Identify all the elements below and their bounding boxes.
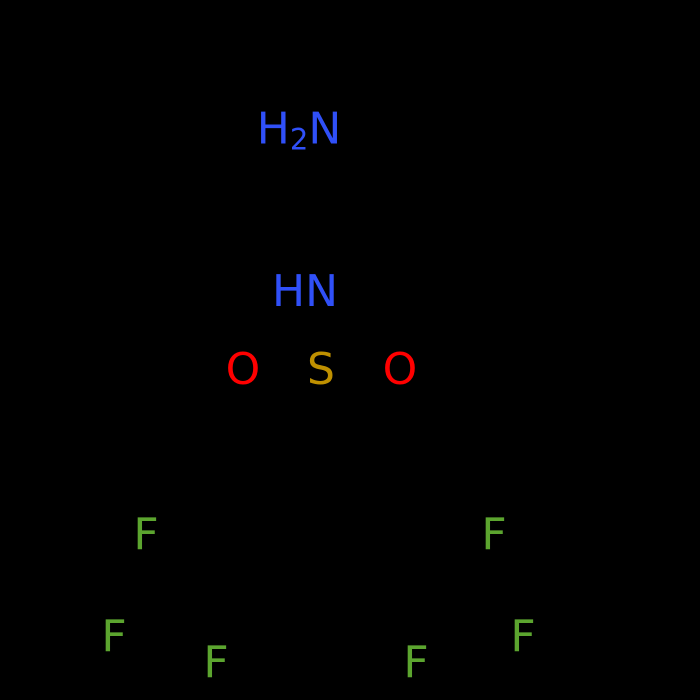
bond-aryl-c5-c4 bbox=[318, 579, 388, 623]
bond-aryl-c2-cf3l bbox=[190, 505, 260, 585]
bond-cf3r-f-inner bbox=[417, 579, 452, 643]
bond-cf3l-f-inner bbox=[190, 579, 219, 643]
bond-aryl-c1-c2-2 bbox=[252, 463, 323, 508]
atom-label-f-left-top: F bbox=[133, 509, 159, 560]
atom-label-o-right: O bbox=[382, 344, 418, 395]
atom-label-f-right-top: F bbox=[481, 509, 507, 560]
atom-label-n-sulfonamide: HN bbox=[272, 266, 338, 317]
bond-n-sulf-to-s bbox=[315, 315, 324, 349]
bond-aryl-c6-cf3r bbox=[382, 505, 452, 585]
bond-aryl-c1-c6 bbox=[318, 467, 388, 511]
bond-amine-to-c bbox=[329, 152, 399, 225]
bond-cf3r-f-lower bbox=[446, 579, 508, 630]
atom-label-f-right-inner: F bbox=[403, 637, 429, 688]
bond-aryl-c1-c2-1 bbox=[255, 470, 326, 515]
bond-cf3l-f-top bbox=[160, 542, 196, 585]
atom-label-f-right-lower: F bbox=[510, 611, 536, 662]
bond-c-to-ring-a bbox=[393, 194, 493, 225]
bond-cf3r-f-top bbox=[446, 542, 481, 585]
bond-ring-a-to-b bbox=[487, 127, 563, 200]
bond-c-to-n-sulf bbox=[337, 219, 399, 283]
bond-aryl-c3-c4-1 bbox=[255, 575, 326, 620]
atom-label-s-sulfonyl: S bbox=[307, 344, 335, 395]
atom-label-f-left-inner: F bbox=[203, 637, 229, 688]
atom-label-o-left: O bbox=[225, 344, 261, 395]
atom-label-f-left-lower: F bbox=[101, 611, 127, 662]
atom-label-n-amine: H2N bbox=[256, 103, 342, 157]
bond-group bbox=[133, 127, 563, 643]
bond-aryl-c3-c4-2 bbox=[252, 582, 323, 627]
bond-cf3l-f-lower bbox=[133, 579, 196, 630]
